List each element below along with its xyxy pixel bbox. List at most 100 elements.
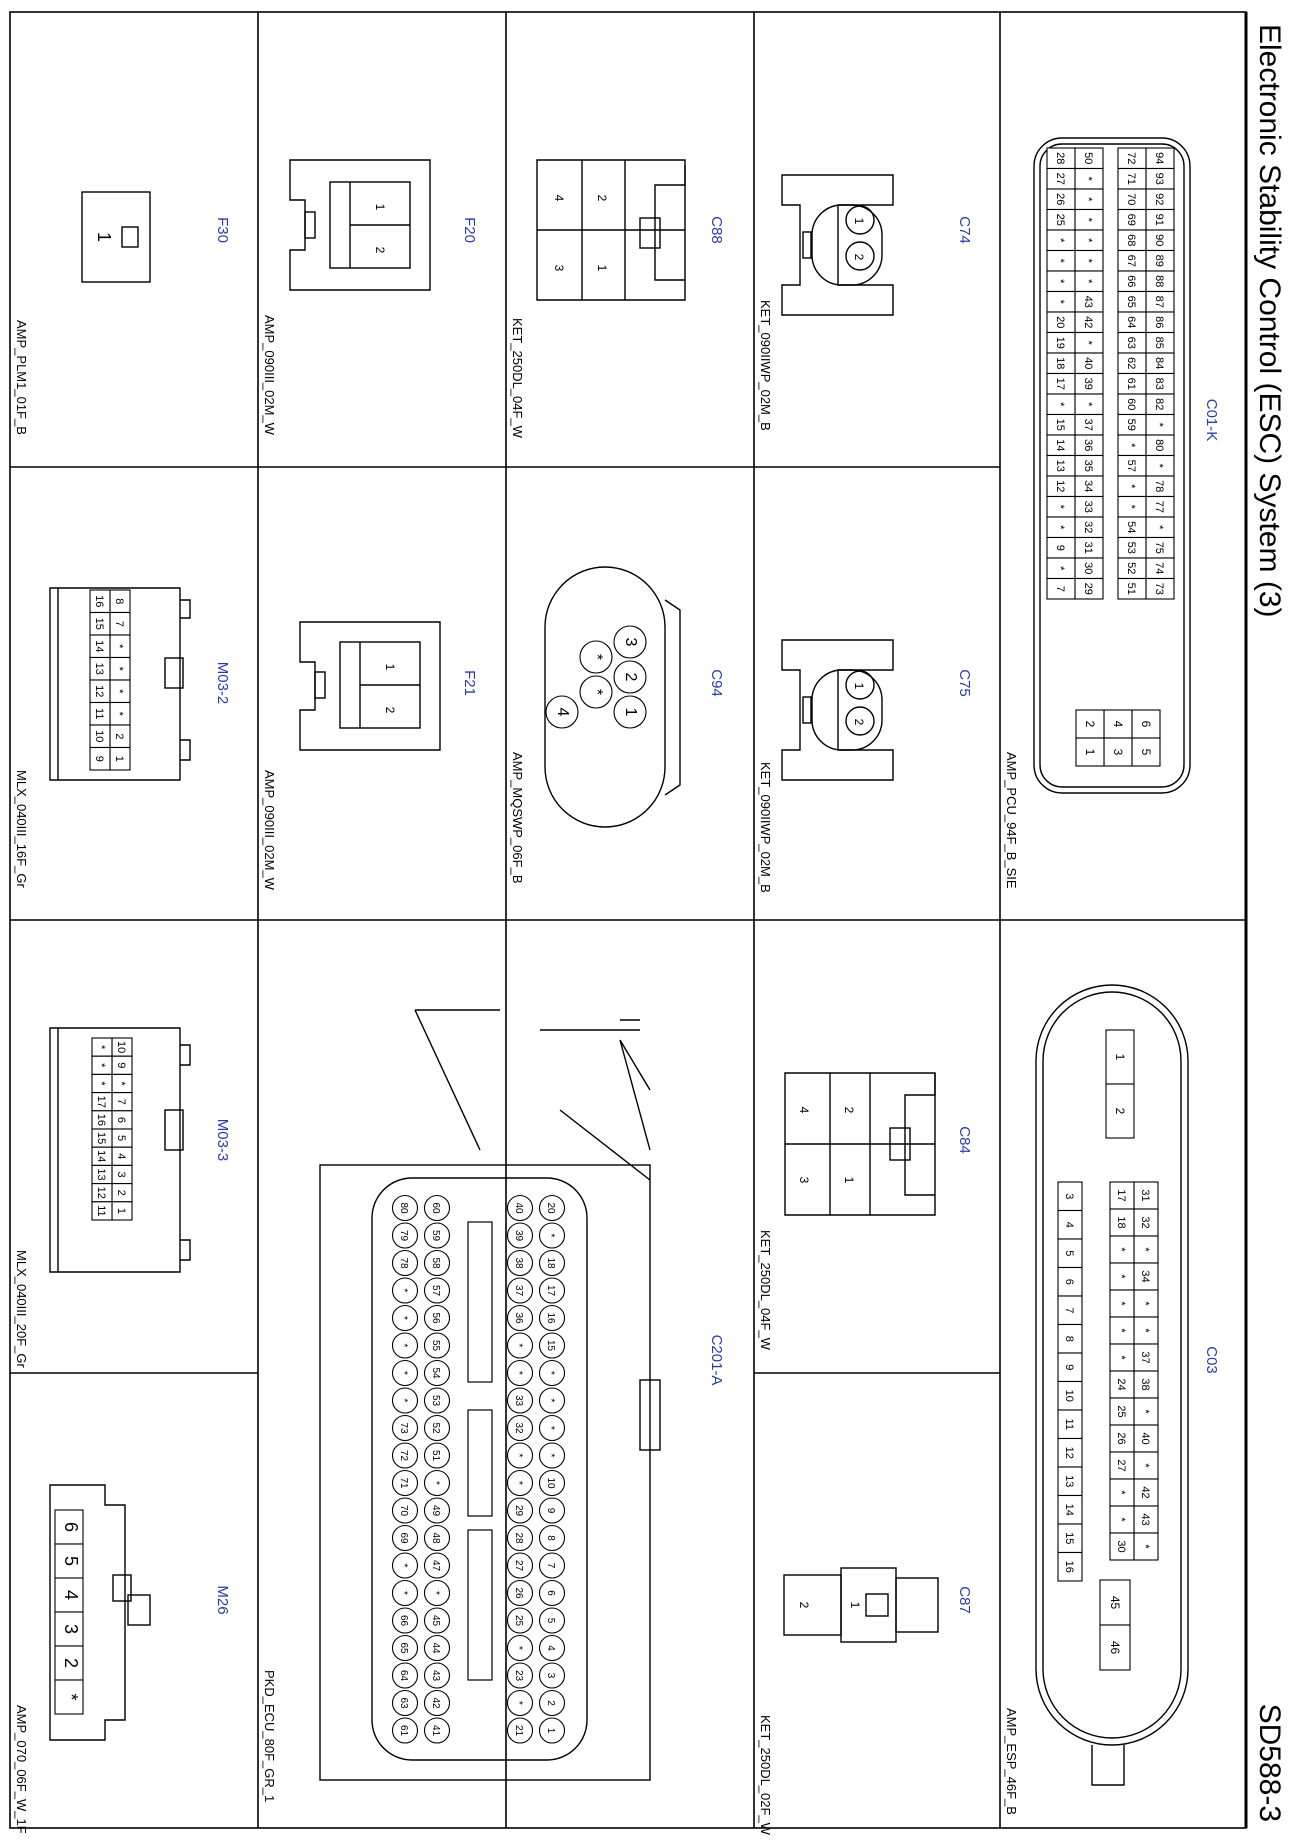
c03-r1-pin-11: 42 — [1139, 1486, 1151, 1498]
m26-pin-4-cell — [54, 1645, 84, 1681]
m03-2-r2-pin-7-cell — [89, 746, 111, 771]
m03-3-r1-pin-8: 2 — [115, 1190, 127, 1196]
c03-right-pin-1-cell — [1099, 1624, 1131, 1671]
m03-3-r2-pin-9-cell — [91, 1201, 113, 1221]
c01k-pin-3-20: * — [1054, 566, 1066, 571]
c201a-pin-0-10-ring — [538, 1469, 566, 1497]
c01k-pin-1-19: 53 — [1125, 542, 1137, 554]
c01k-pin-0-7: 87 — [1153, 296, 1165, 308]
c201a-pin-0-3-ring — [538, 1277, 566, 1304]
connector-c87-pin-1: 1 — [848, 1602, 862, 1609]
c201a-pin-0-5: 15 — [545, 1340, 556, 1352]
c201a-pin-0-0: 20 — [545, 1202, 556, 1214]
c03-r1-pin-13: * — [1139, 1544, 1151, 1549]
c01k-pin-3-9: 19 — [1054, 337, 1066, 349]
c201a-pin-2-0-ring — [423, 1194, 451, 1222]
c201a-pin-0-12-ring — [538, 1524, 566, 1552]
c01k-pin-0-2: 92 — [1153, 193, 1165, 205]
connector-c74-id: C74 — [956, 216, 973, 244]
c201a-pin-2-2: 58 — [430, 1257, 441, 1269]
c01k-pin-2-5: * — [1082, 259, 1094, 264]
m26-pin-0-cell — [54, 1509, 84, 1545]
c01k-pin-0-15: * — [1153, 464, 1165, 469]
connector-c94-id: C94 — [708, 669, 725, 697]
c03-r2-pin-3: * — [1115, 1274, 1127, 1279]
c201a-pin-2-7: 53 — [430, 1395, 441, 1407]
connector-c88-id: C88 — [708, 216, 725, 244]
page-code: SD588-3 — [1253, 1704, 1286, 1822]
c201a-pin-1-5: * — [513, 1344, 524, 1348]
c201a-pin-0-16-ring — [538, 1634, 566, 1662]
c201a-pin-2-2-ring — [423, 1249, 451, 1277]
c01k-pin-1-13: 59 — [1125, 419, 1137, 431]
c201a-pin-1-0: 40 — [513, 1202, 524, 1214]
c01k-pin-0-3: 91 — [1153, 214, 1165, 226]
c01k-pin-0-12: 82 — [1153, 398, 1165, 410]
m03-2-r1-pin-3: * — [113, 667, 125, 672]
connector-m03-2-part: MLX_040III_16F_Gr — [14, 770, 29, 888]
c01k-pin-2-6: * — [1082, 279, 1094, 284]
c201a-pin-0-13: 7 — [545, 1563, 556, 1569]
m26-pin-5: * — [61, 1693, 81, 1700]
c03-r3-pin-11-cell — [1057, 1494, 1083, 1525]
c201a-pin-3-6-ring — [391, 1359, 419, 1387]
c201a-pin-2-5-ring — [423, 1332, 451, 1359]
c201a-pin-2-8: 52 — [430, 1422, 441, 1434]
c03-r2-pin-12-cell — [1109, 1505, 1135, 1534]
c01k-pin-0-9: 85 — [1153, 337, 1165, 349]
c01k-pin-1-4: 68 — [1125, 234, 1137, 246]
m03-3-r2-pin-3: 17 — [95, 1096, 107, 1108]
c03-r1-pin-0: 31 — [1139, 1189, 1151, 1201]
c01k-pin-2-10: 40 — [1082, 357, 1094, 369]
c201a-pin-3-13-ring — [391, 1552, 419, 1579]
c201a-pin-2-14: * — [430, 1591, 441, 1595]
c03-r1-pin-10: * — [1139, 1463, 1151, 1468]
c01k-pin-3-0: 28 — [1054, 152, 1066, 164]
m03-3-r1-pin-7: 3 — [115, 1171, 127, 1177]
c01k-pin-3-10: 18 — [1054, 357, 1066, 369]
c94-pin-0: 3 — [622, 638, 639, 647]
c201a-pin-1-4-ring — [506, 1304, 534, 1332]
c01k-pin-1-21: 51 — [1125, 583, 1137, 595]
c201a-pin-3-16-ring — [391, 1634, 419, 1662]
sheet-frame — [9, 11, 1248, 1829]
c201a-pin-1-14: 26 — [513, 1587, 524, 1599]
c03-r3-pin-4: 7 — [1063, 1307, 1075, 1313]
c01k-pin-1-3: 69 — [1125, 214, 1137, 226]
c01k-pin-0-4: 90 — [1153, 234, 1165, 246]
c201a-pin-0-14-ring — [538, 1579, 566, 1607]
c201a-pin-1-18: * — [513, 1701, 524, 1705]
c201a-pin-0-8-ring — [538, 1414, 566, 1442]
m26-pin-0: 6 — [61, 1522, 81, 1532]
c94-pin-5-ring — [545, 695, 579, 729]
c201a-slot-2 — [467, 1529, 493, 1681]
c201a-pin-2-5: 55 — [430, 1340, 441, 1352]
c03-r3-pin-0: 3 — [1063, 1193, 1075, 1199]
c01k-aux-pin-0-0-cell — [1131, 709, 1161, 739]
c201a-pin-1-13-ring — [506, 1552, 534, 1579]
connector-f30: F30 1 AMP_PLM1_01F_B — [14, 191, 231, 435]
c01k-pin-1-5: 67 — [1125, 255, 1137, 267]
c201a-pin-1-1: 39 — [513, 1230, 524, 1242]
c03-r1-pin-9: 40 — [1139, 1432, 1151, 1444]
c01k-pin-0-18: * — [1153, 525, 1165, 530]
c03-r2-pin-8: 25 — [1115, 1405, 1127, 1417]
c01k-pin-0-13: * — [1153, 423, 1165, 428]
c201a-pin-0-8: * — [545, 1426, 556, 1430]
c201a-pin-3-2-ring — [391, 1249, 419, 1277]
c201a-pin-0-3: 17 — [545, 1285, 556, 1297]
c201a-pin-3-13: * — [398, 1564, 409, 1568]
m03-3-r2-pin-4: 16 — [95, 1114, 107, 1126]
c201a-pin-0-7-ring — [538, 1387, 566, 1414]
c01k-pin-3-19: 9 — [1054, 545, 1066, 551]
c201a-pin-1-15: 25 — [513, 1615, 524, 1627]
c201a-pin-2-18-ring — [423, 1689, 451, 1717]
c201a-pin-0-13-ring — [538, 1552, 566, 1579]
c201a-pin-1-11-ring — [506, 1497, 534, 1524]
c94-pin-4-ring — [579, 675, 613, 709]
c201a-pin-1-18-ring — [506, 1689, 534, 1717]
connector-c84-pin-3: 3 — [797, 1177, 811, 1184]
connector-f30-id: F30 — [214, 217, 231, 243]
c201a-pin-3-6: * — [398, 1371, 409, 1375]
